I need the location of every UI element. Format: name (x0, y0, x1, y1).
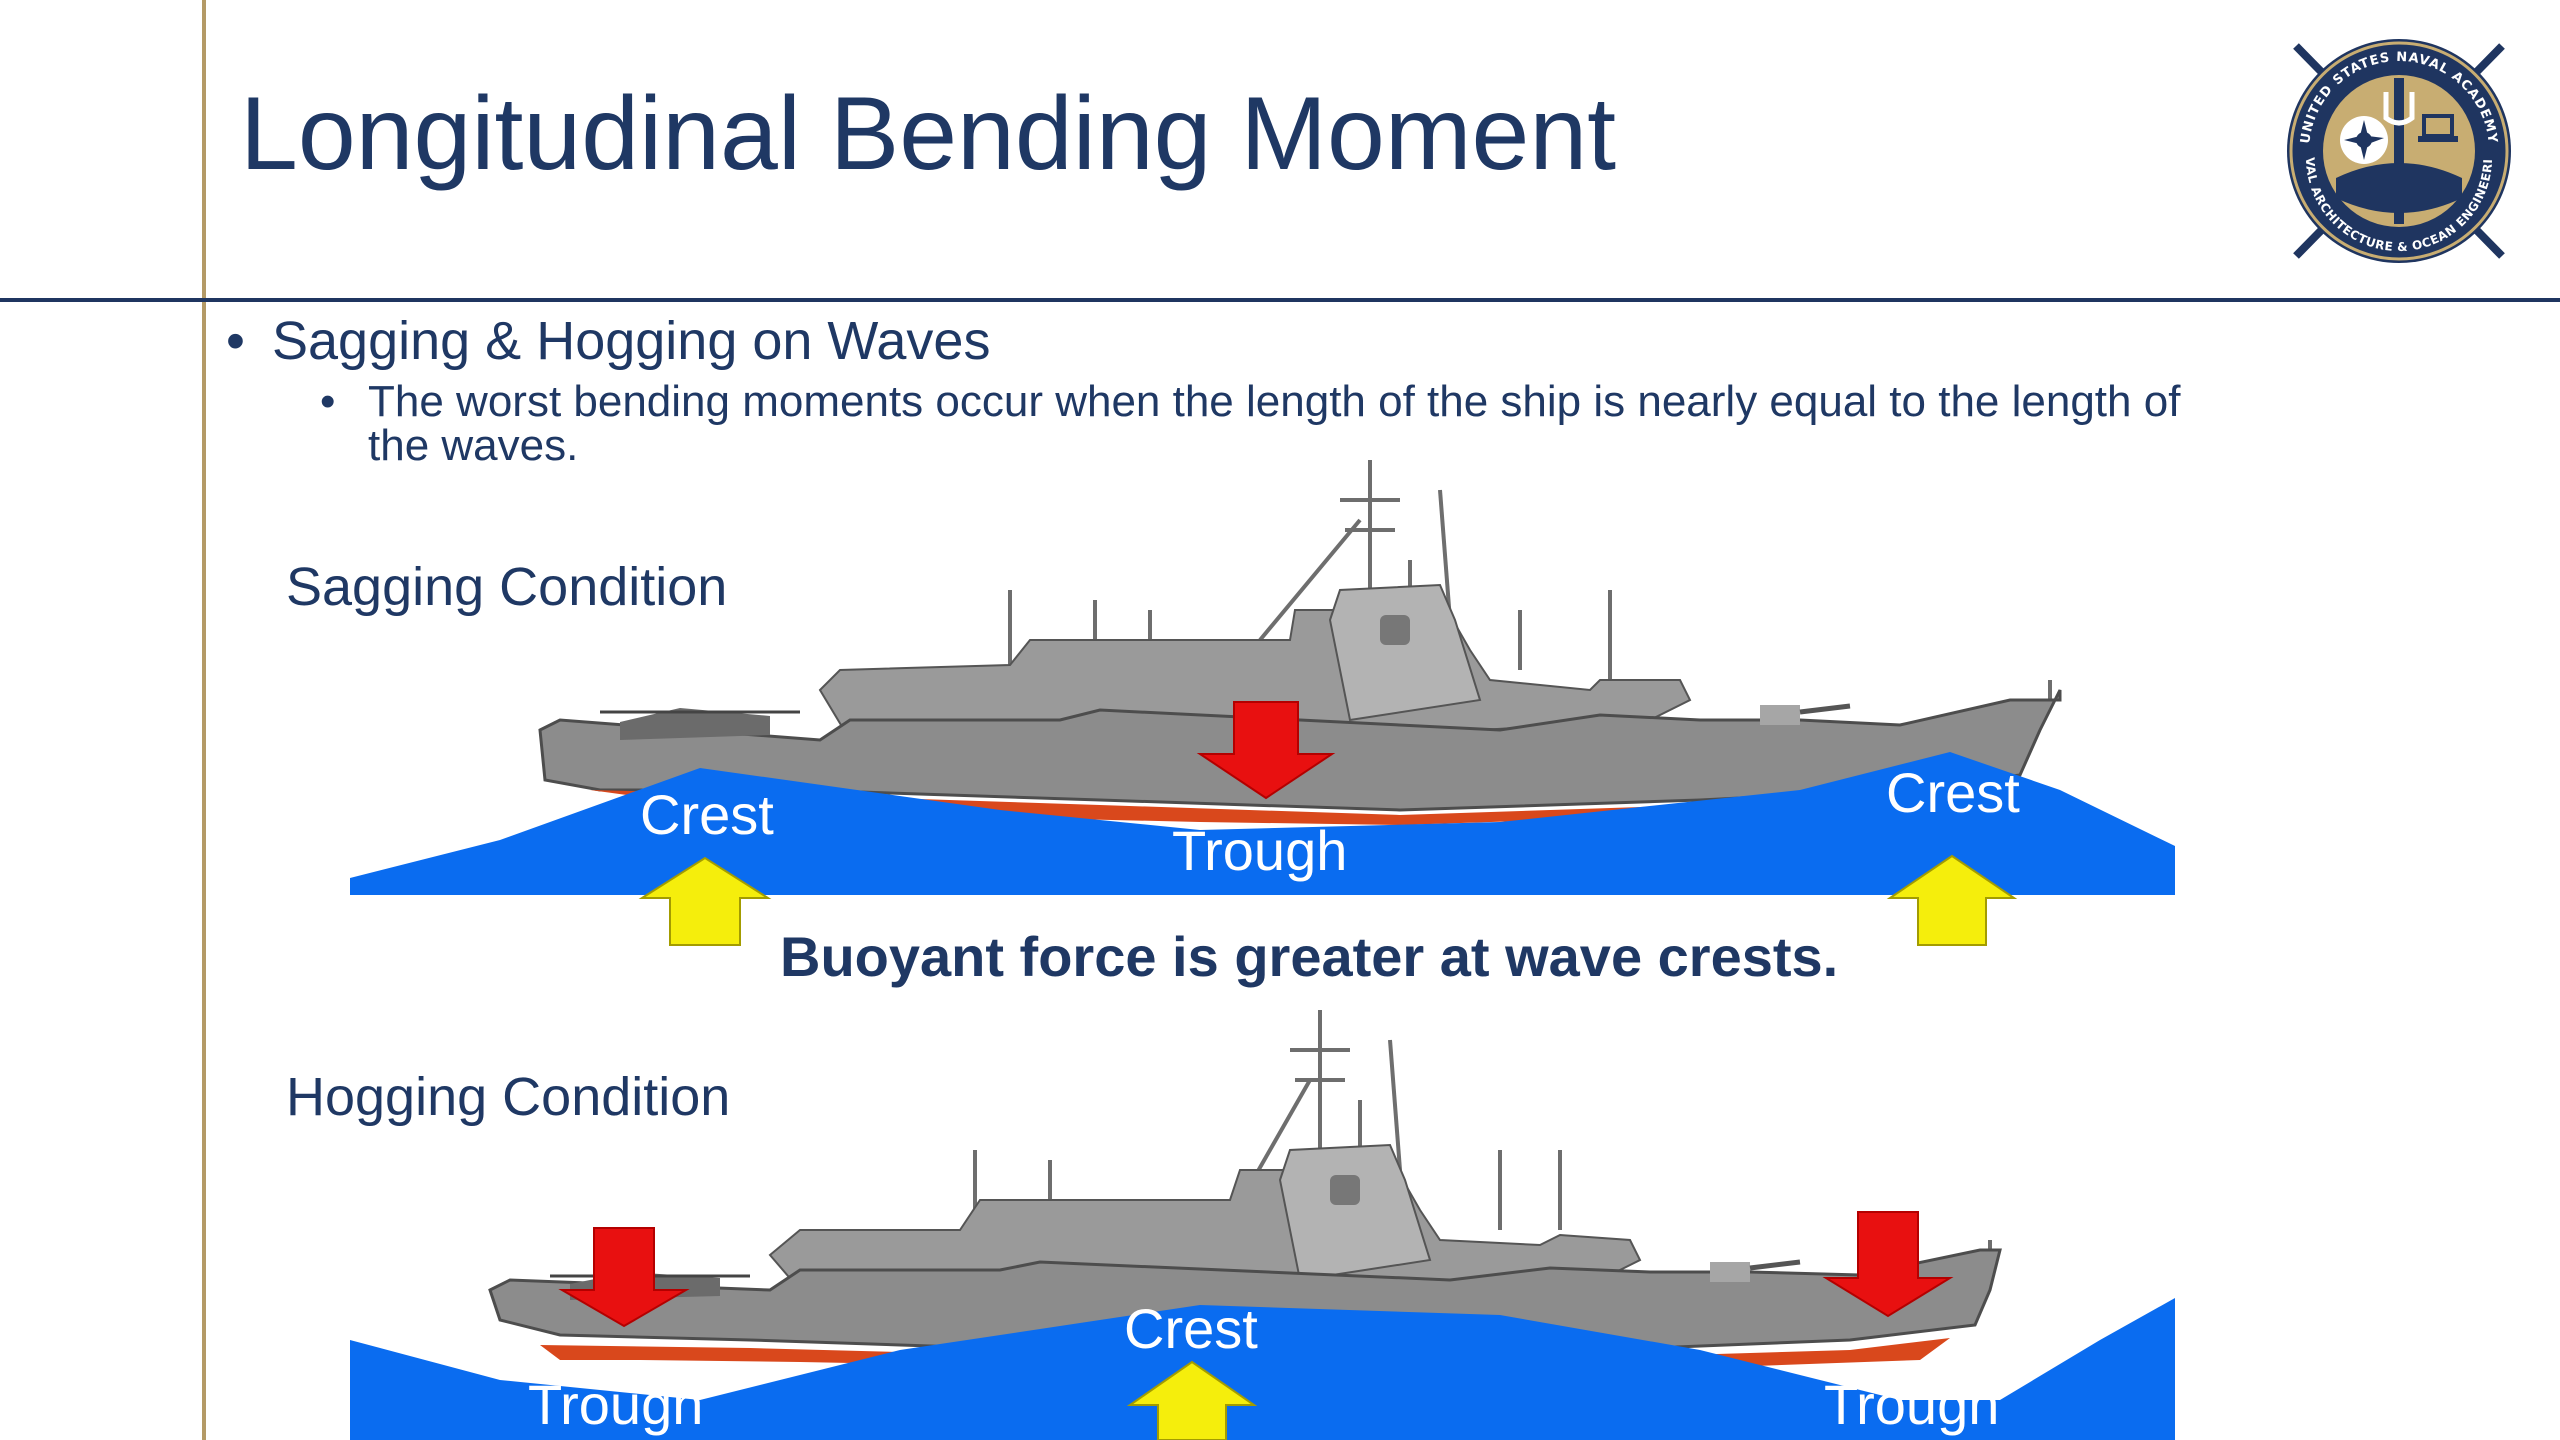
sagging-trough-arrow (1196, 701, 1336, 800)
bullet-main-text: Sagging & Hogging on Waves (272, 311, 991, 371)
sagging-condition-label: Sagging Condition (286, 557, 728, 617)
naval-academy-logo: UNITED STATES NAVAL ACADEMY NAVAL ARCHIT… (2276, 28, 2511, 263)
hogging-buoyancy-arrow (1126, 1360, 1258, 1440)
bullet-sub: • The worst bending moments occur when th… (320, 380, 2250, 468)
bullet-glyph: • (320, 377, 336, 426)
hogging-trough-left-label: Trough (528, 1373, 704, 1436)
hogging-ship (488, 1010, 2002, 1372)
sagging-trough-label: Trough (1172, 819, 1348, 882)
hogging-water (350, 1298, 2175, 1440)
hogging-trough-right-label: Trough (1824, 1373, 2000, 1436)
hogging-crest-label: Crest (1124, 1297, 1258, 1360)
bullet-sub-text: The worst bending moments occur when the… (368, 377, 2181, 470)
sagging-right-buoyancy-arrow (1886, 854, 2018, 946)
hogging-left-arrow (558, 1227, 690, 1328)
hogging-right-arrow (1822, 1211, 1954, 1318)
hogging-condition-label: Hogging Condition (286, 1067, 731, 1127)
sagging-left-buoyancy-arrow (638, 856, 772, 946)
sagging-water (350, 752, 2175, 895)
sagging-crest-left-label: Crest (640, 783, 774, 846)
horizontal-divider (0, 298, 2560, 302)
sagging-crest-right-label: Crest (1886, 761, 2020, 824)
bullet-glyph: • (226, 311, 245, 371)
vertical-divider (202, 0, 206, 1440)
slide-title: Longitudinal Bending Moment (240, 76, 1617, 192)
buoyancy-note: Buoyant force is greater at wave crests. (780, 925, 1839, 988)
bullet-main: • Sagging & Hogging on Waves (226, 310, 990, 372)
